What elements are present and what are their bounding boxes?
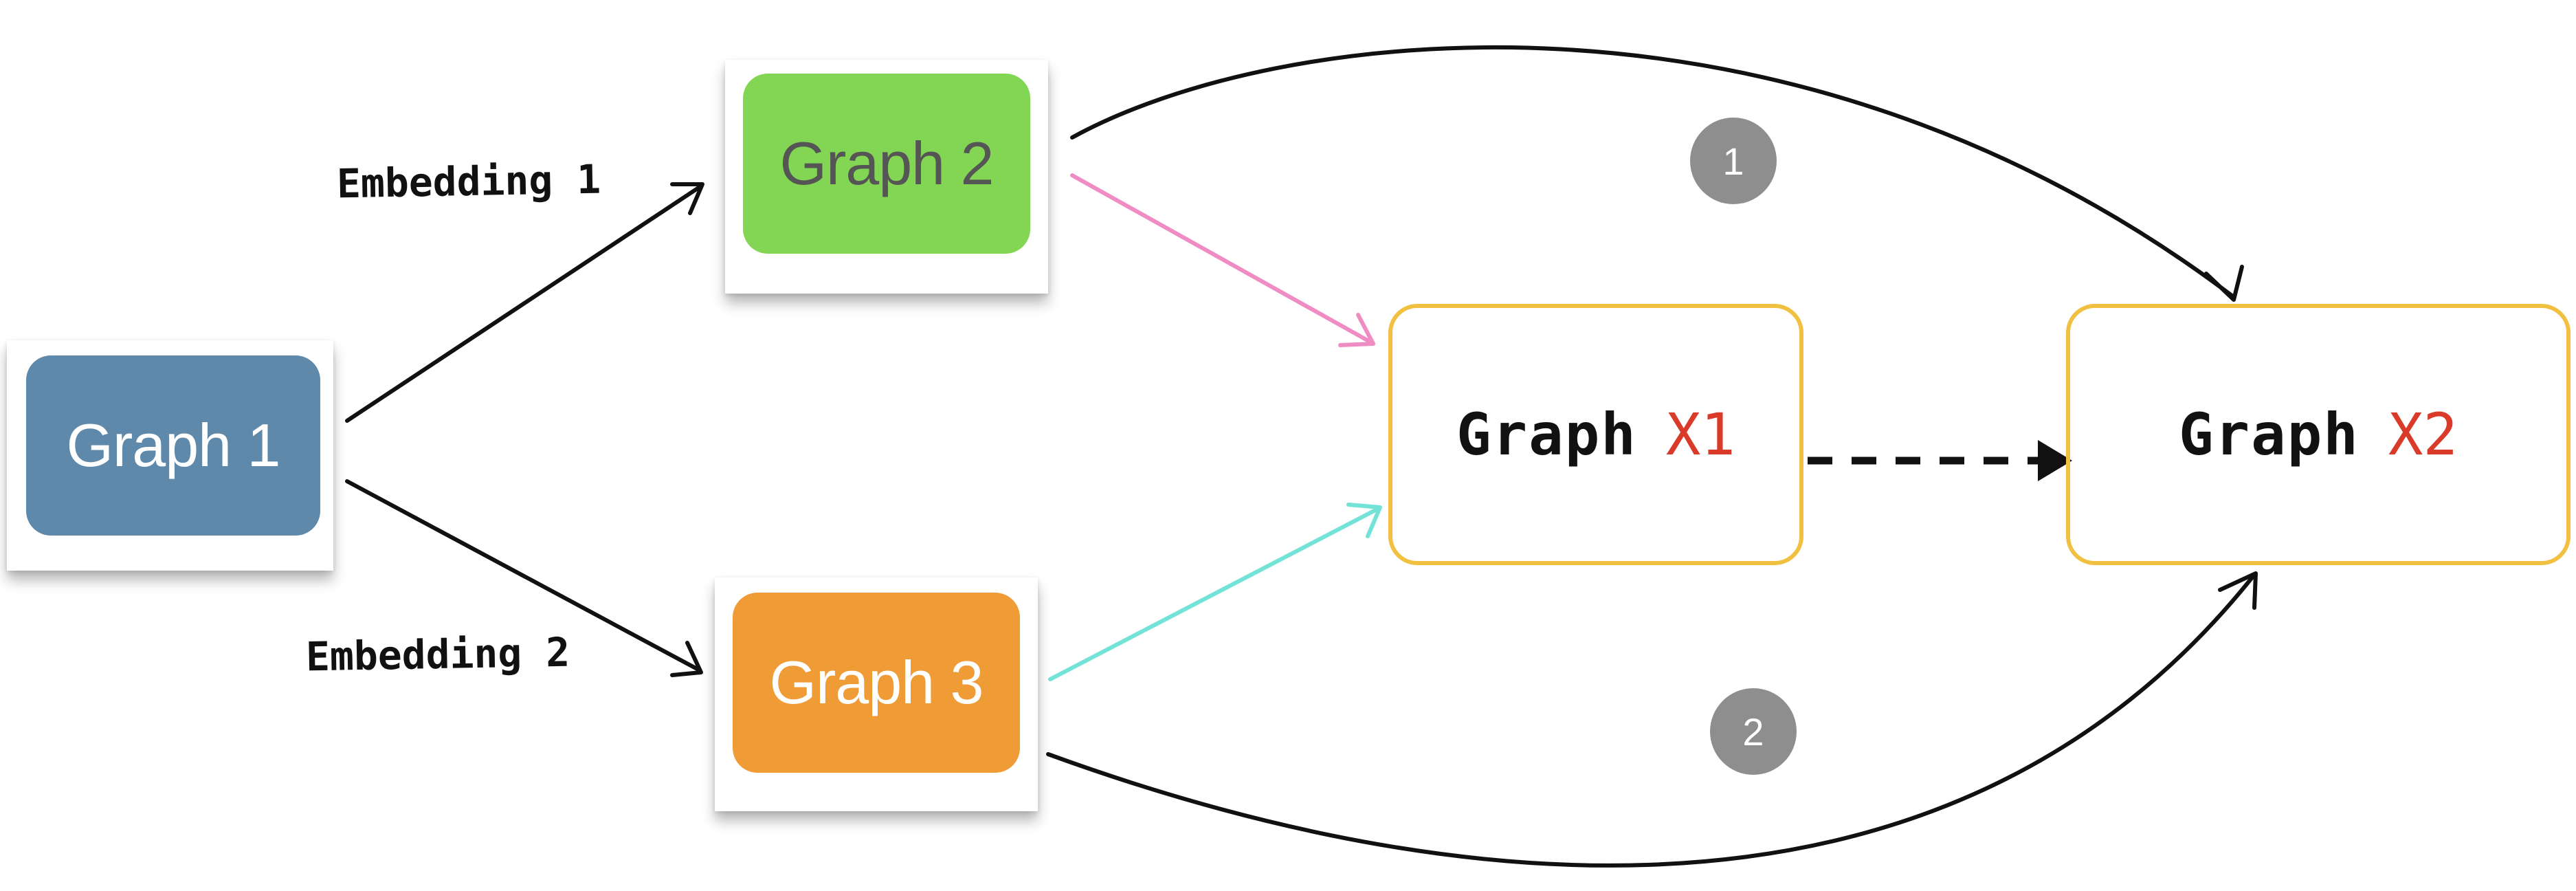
step-1-badge: 1 [1690,118,1777,204]
graph-3-label: Graph 3 [733,593,1020,773]
edge-graph1-to-graph3 [345,479,702,672]
graph-x2-word: Graph [2178,401,2360,468]
graph-x1-node: Graph X1 [1388,304,1803,565]
arrowhead-gx1-pink [1338,313,1375,347]
embedding-2-label: Embedding 2 [305,628,570,681]
graph-x1-word: Graph [1456,401,1637,468]
arrowhead-graph3 [670,641,703,677]
edge-graph1-to-graph2 [345,185,702,423]
graph-1-label: Graph 1 [26,355,320,536]
edge-graph3-to-gx2-curve [1046,573,2256,868]
edge-graph3-to-gx1 [1048,507,1380,681]
edge-graph2-to-gx1 [1070,173,1373,344]
edge-graph2-to-gx2-curve [1070,45,2236,299]
graph-x1-suffix: X1 [1665,401,1736,468]
embedding-1-label: Embedding 1 [336,155,601,208]
graph-x2-node: Graph X2 [2066,304,2571,565]
arrowhead-gx2-dashed [2038,440,2072,481]
arrowhead-gx2-bottom [2218,571,2258,610]
arrowhead-gx1-teal [1346,503,1382,538]
graph-x1-label: Graph X1 [1456,401,1735,468]
graph-3-node: Graph 3 [715,578,1038,811]
arrowhead-gx2-top [2204,265,2244,302]
arrowhead-graph2 [670,182,704,215]
graph-x2-suffix: X2 [2388,401,2458,468]
graph-2-label: Graph 2 [743,74,1030,254]
graph-1-node: Graph 1 [7,340,333,571]
graph-x2-label: Graph X2 [2179,401,2458,468]
graph-2-node: Graph 2 [725,60,1048,294]
step-2-badge: 2 [1710,688,1797,775]
